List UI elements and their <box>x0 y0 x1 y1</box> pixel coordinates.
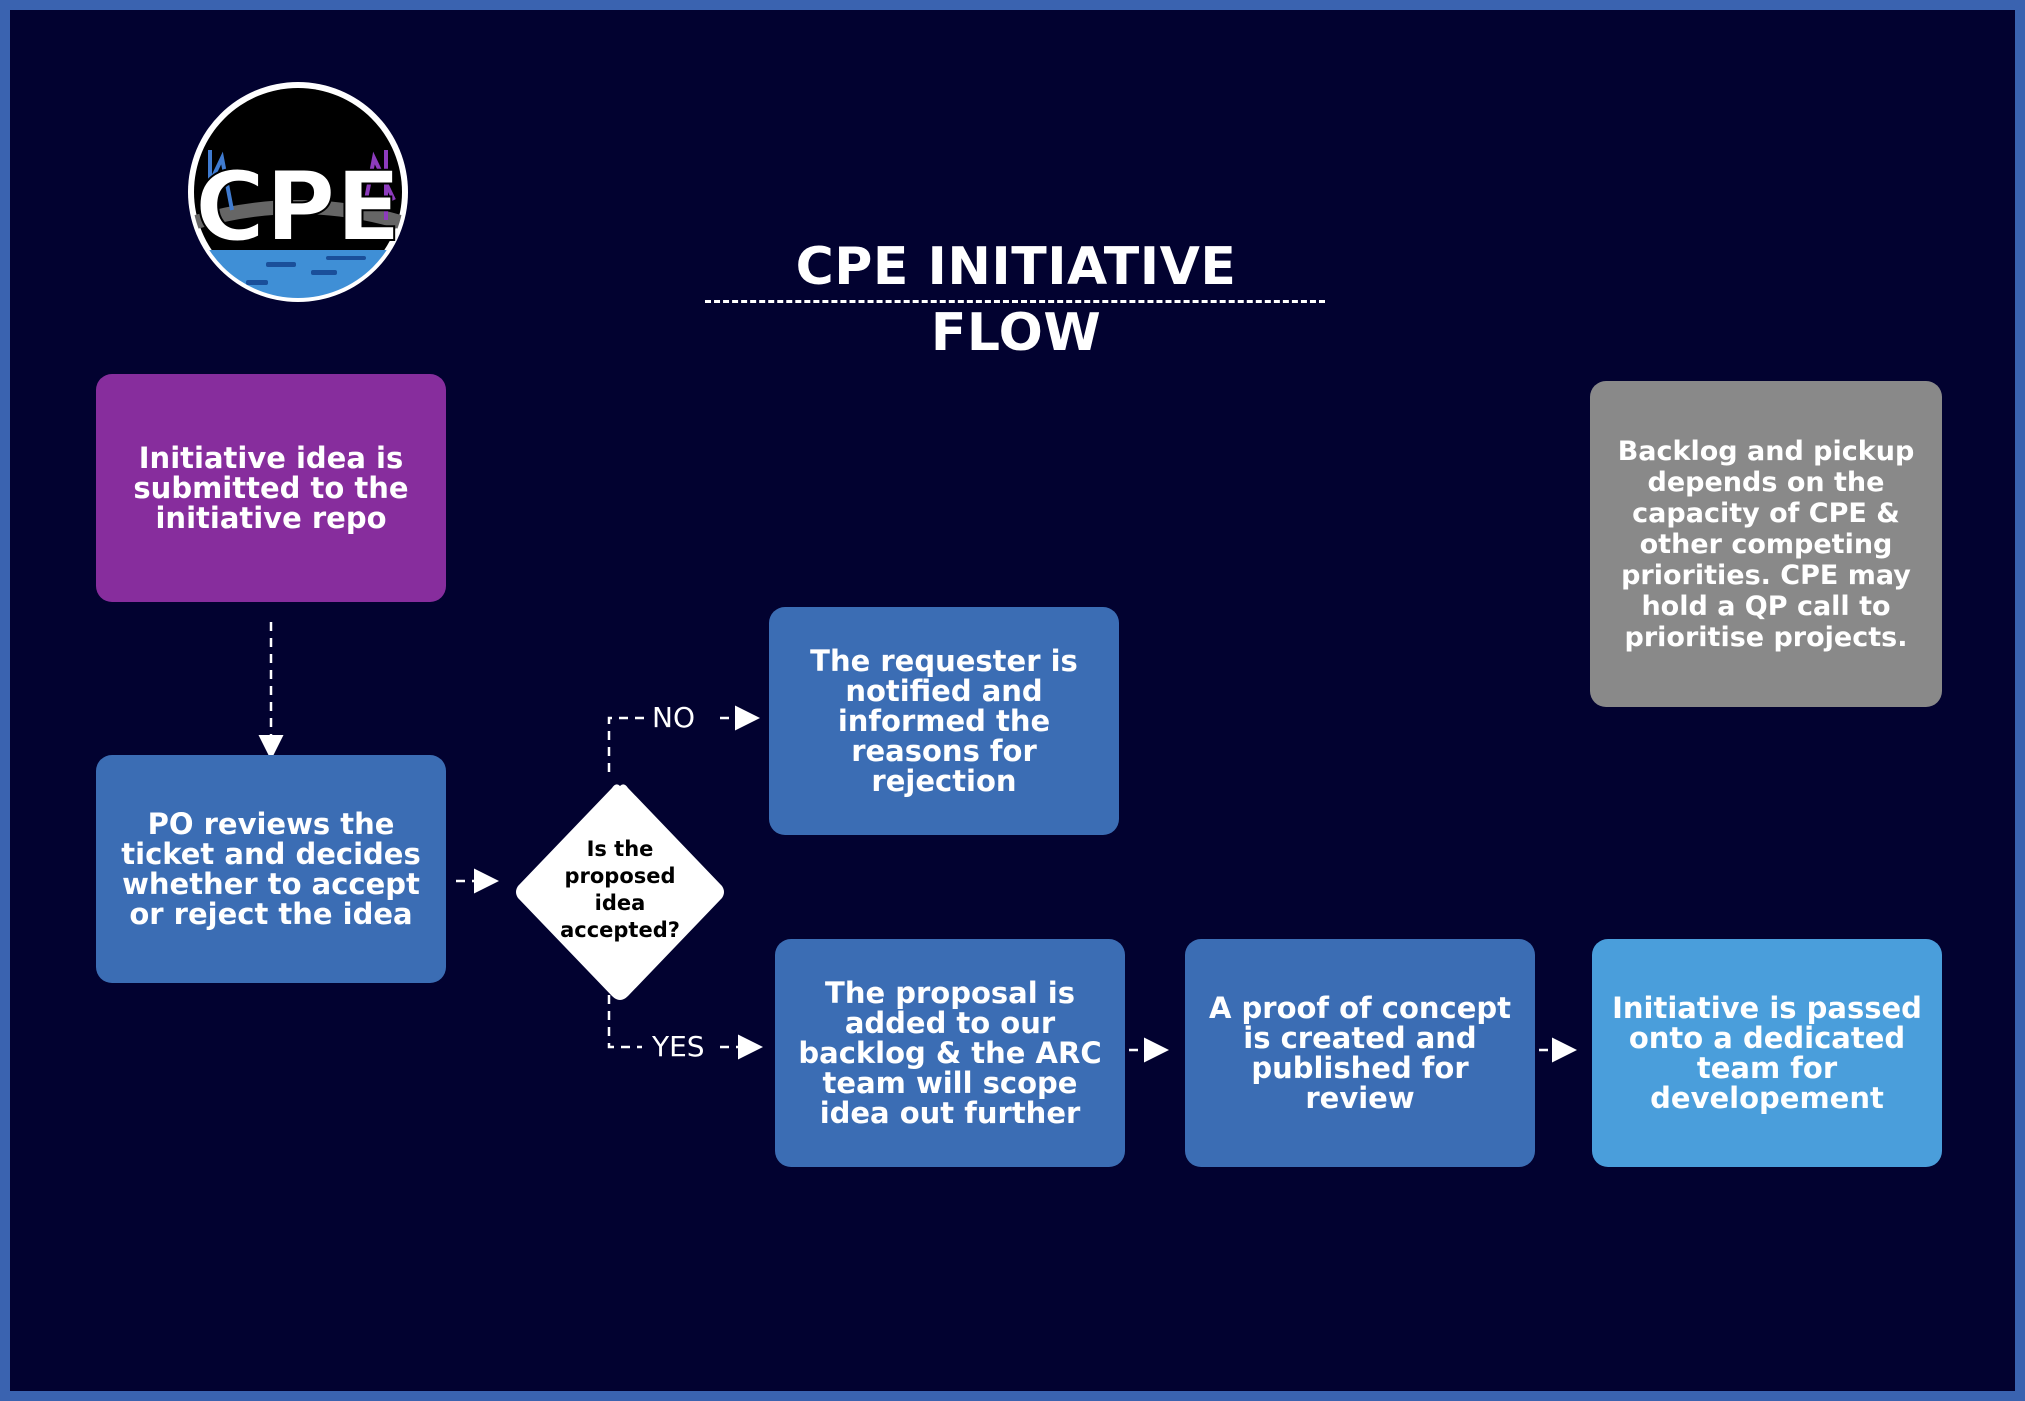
edge-label-yes: YES <box>652 1030 705 1063</box>
node-po-review-label: PO reviews the ticket and decides whethe… <box>121 807 421 931</box>
note-backlog-capacity-label: Backlog and pickup depends on the capaci… <box>1617 435 1915 653</box>
decision-question: Is the proposed idea accepted? <box>560 837 680 942</box>
node-added-to-backlog-label: The proposal is added to our backlog & t… <box>798 976 1102 1130</box>
note-backlog-capacity: Backlog and pickup depends on the capaci… <box>1590 381 1942 707</box>
page-title: CPE INITIATIVE FLOW <box>795 237 1237 363</box>
node-dedicated-team: Initiative is passed onto a dedicated te… <box>1592 939 1942 1167</box>
node-requester-notified-label: The requester is notified and informed t… <box>810 644 1078 798</box>
node-added-to-backlog: The proposal is added to our backlog & t… <box>775 939 1125 1167</box>
node-proof-of-concept-label: A proof of concept is created and publis… <box>1208 991 1512 1115</box>
node-initiative-submitted: Initiative idea is submitted to the init… <box>96 374 446 602</box>
node-dedicated-team-label: Initiative is passed onto a dedicated te… <box>1612 991 1922 1115</box>
cpe-logo: CPE <box>188 82 408 302</box>
node-po-review: PO reviews the ticket and decides whethe… <box>96 755 446 983</box>
logo-lettering: CPE <box>195 151 401 263</box>
node-initiative-submitted-label: Initiative idea is submitted to the init… <box>133 441 409 535</box>
node-requester-notified: The requester is notified and informed t… <box>769 607 1119 835</box>
arrow-decision-no <box>607 716 648 772</box>
edge-label-no: NO <box>652 701 695 734</box>
arrow-decision-yes <box>607 995 642 1049</box>
node-proof-of-concept: A proof of concept is created and publis… <box>1185 939 1535 1167</box>
title-underline <box>705 300 1325 303</box>
connectors <box>258 622 1577 1063</box>
decision-diamond <box>516 784 724 1000</box>
